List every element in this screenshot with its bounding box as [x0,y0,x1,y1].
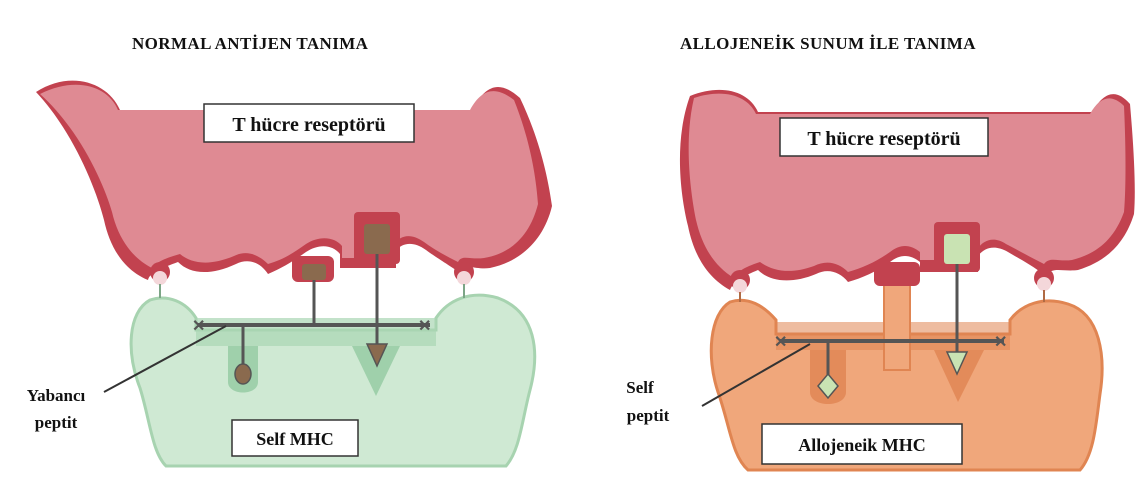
left-mhc-label: Self MHC [256,429,333,449]
left-foreign-peptide [235,364,251,384]
right-connector-left-inner [733,279,747,293]
right-bar-end-x-left: ✕ [774,334,787,351]
left-peptide-label-line1: Yabancı [27,386,86,405]
left-panel: ✕ ✕ T hücre reseptörü Self MHC Yabancı p… [27,81,552,466]
right-peptide-label-line1: Self [626,378,654,397]
right-connector-right-inner [1037,277,1051,291]
left-tcr-label: T hücre reseptörü [232,114,385,136]
left-bar-end-x-left: ✕ [192,318,205,335]
right-panel: ✕ ✕ T hücre reseptörü Allojeneik MHC Sel… [626,90,1134,470]
right-bar-end-x-right: ✕ [994,334,1007,351]
left-bar-end-x-right: ✕ [418,318,431,335]
right-peptide-label-line2: peptit [627,406,670,425]
right-tcr-antigen-large [944,234,970,264]
left-connector-right-inner [457,271,471,285]
right-mhc-label: Allojeneik MHC [798,435,926,455]
left-peptide-label-line2: peptit [35,413,78,432]
left-connector-left-inner [153,271,167,285]
left-tcr-antigen-small [302,264,326,280]
right-tcr-knob-small [874,262,920,286]
left-mhc-groove [196,318,436,346]
right-mhc-stalk [884,280,910,370]
left-tcr-antigen-large [364,224,390,254]
right-tcr-label: T hücre reseptörü [807,128,960,150]
